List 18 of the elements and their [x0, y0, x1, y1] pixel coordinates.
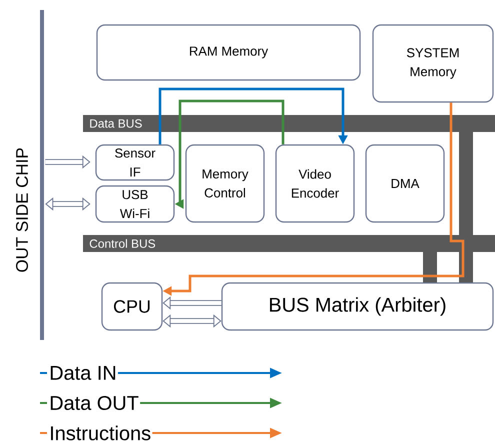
block-box: Sensor IF: [95, 144, 175, 181]
arrow: [162, 314, 222, 328]
block-box: BUS Matrix (Arbiter): [221, 282, 494, 331]
block-box: Memory Control: [185, 144, 265, 223]
bus-label: Control BUS: [90, 239, 156, 248]
block-box: SYSTEM Memory: [372, 24, 494, 103]
legend-text: Data IN: [50, 366, 116, 380]
block-box: Video Encoder: [275, 144, 355, 223]
block-box: DMA: [365, 144, 445, 223]
block-box: USB Wi-Fi: [95, 185, 175, 223]
arrow: [158, 88, 348, 144]
block-box: RAM Memory: [96, 24, 361, 81]
legend-text: Data OUT: [50, 396, 138, 410]
block-box: CPU: [101, 282, 163, 331]
legend-text: Instructions: [51, 426, 150, 440]
bus-label: Data BUS: [90, 119, 142, 128]
arrow: [45, 197, 90, 211]
chip-boundary: OUT SIDE CHIP: [16, 10, 44, 340]
